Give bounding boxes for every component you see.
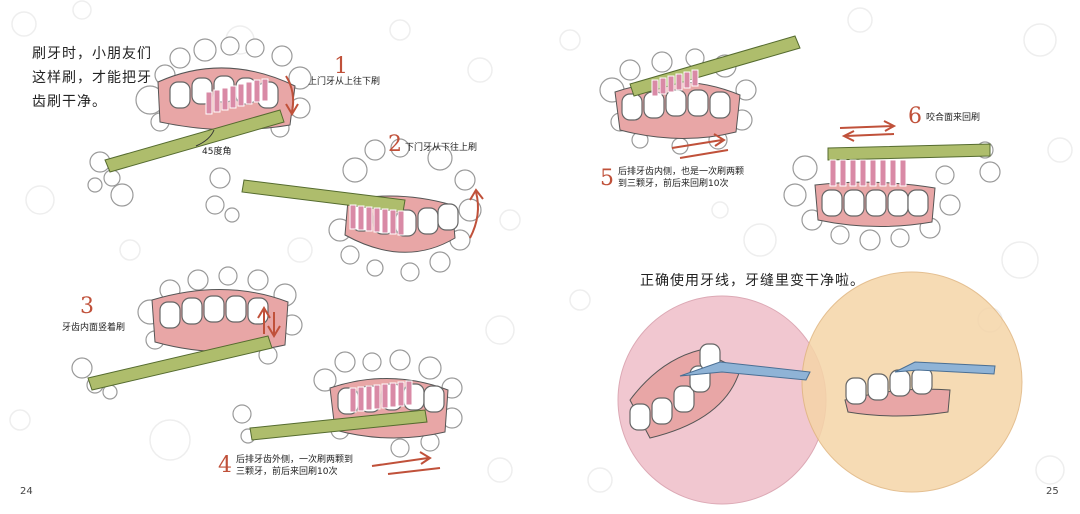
angle-label: 45度角 <box>202 147 232 157</box>
step-caption-1: 上门牙从上往下刷 <box>308 77 381 87</box>
step3-illustration <box>71 266 303 400</box>
step-number-6: 6 <box>908 104 922 129</box>
step-number-4: 4 <box>218 453 232 478</box>
step1-illustration <box>87 36 312 207</box>
step2-illustration <box>205 138 484 282</box>
step-number-5: 5 <box>600 166 614 191</box>
step-caption-5: 后排牙齿内侧，也是一次刷两颗到三颗牙，前后来回刷10次 <box>618 167 745 189</box>
step-number-2: 2 <box>388 132 402 157</box>
floss-heading: 正确使用牙线，牙缝里变干净啦。 <box>640 273 865 289</box>
step-number-3: 3 <box>80 294 94 319</box>
step-caption-2: 下门牙从下往上刷 <box>405 143 478 153</box>
step-caption-3: 牙齿内面竖着刷 <box>62 323 126 333</box>
step-number-1: 1 <box>334 54 348 79</box>
step-caption-6: 咬合面来回刷 <box>926 113 981 123</box>
page-number-right: 25 <box>1046 486 1059 497</box>
toothbrush <box>104 109 285 173</box>
floss-illustration <box>617 271 1023 505</box>
bristles <box>205 78 269 115</box>
step-caption-4: 后排牙齿外侧，一次刷两颗到三颗牙，前后来回刷10次 <box>236 455 354 477</box>
down-arrow <box>285 75 295 113</box>
step5-illustration <box>599 35 801 159</box>
brushing-heading: 刷牙时，小朋友们这样刷，才能把牙齿刷干净。 <box>32 46 152 110</box>
step6-illustration <box>783 120 1001 251</box>
background-dots <box>9 0 1073 493</box>
step4-illustration <box>232 349 463 475</box>
page-number-left: 24 <box>20 486 33 497</box>
angle-marker <box>195 129 215 147</box>
